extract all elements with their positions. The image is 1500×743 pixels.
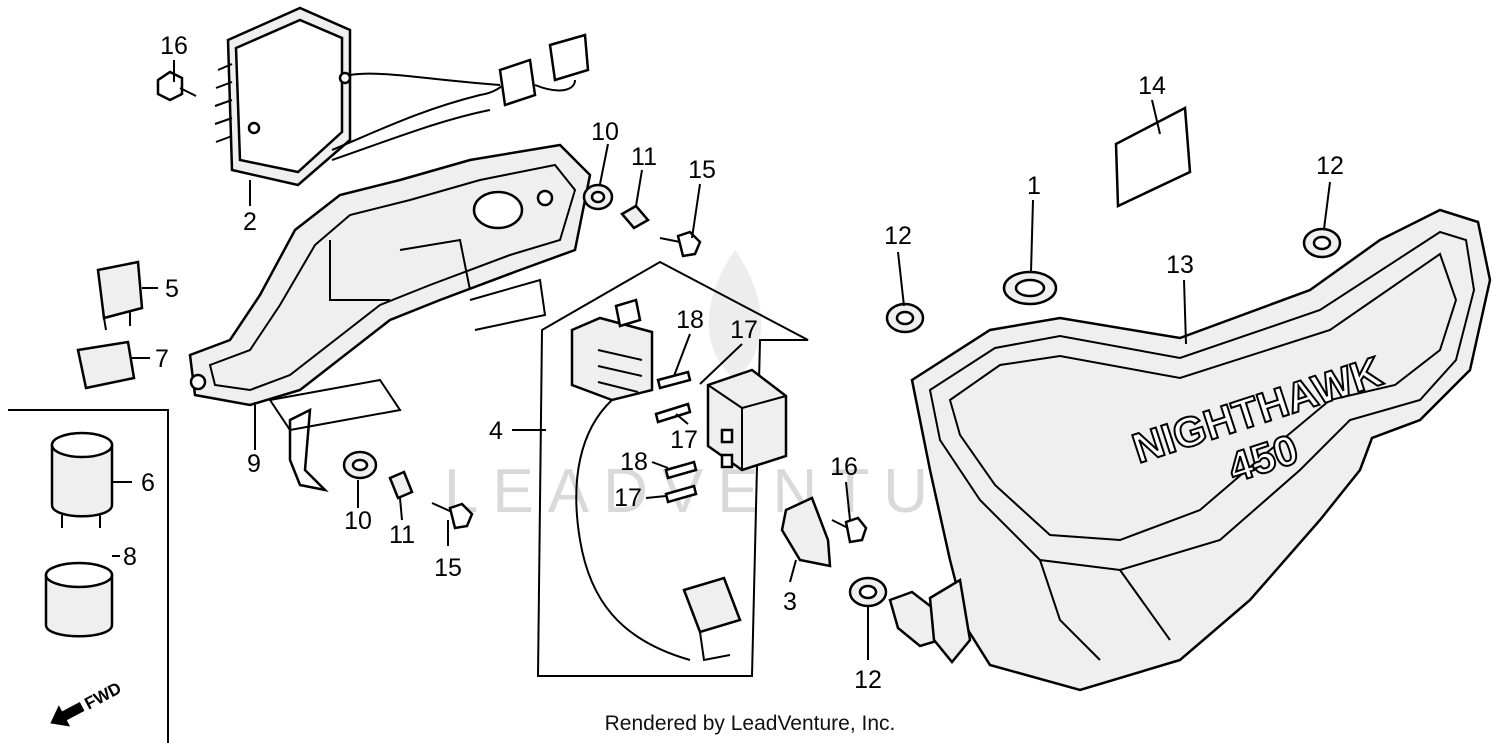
collar-11-lower	[388, 470, 414, 500]
bolt-15-upper	[659, 230, 702, 258]
callout-15-lower: 15	[434, 554, 462, 582]
regulator-rectifier	[214, 6, 590, 187]
callout-10-upper: 10	[591, 118, 619, 146]
callout-14: 14	[1138, 72, 1166, 100]
callout-16-top: 16	[160, 32, 188, 60]
fuses	[654, 370, 698, 504]
grommet-12-bottom	[848, 576, 888, 608]
clip	[780, 496, 832, 568]
label-plate	[1114, 106, 1192, 208]
callout-2: 2	[243, 208, 257, 236]
relay	[96, 260, 144, 331]
grommet-10-upper	[582, 183, 614, 211]
callout-13: 13	[1166, 251, 1194, 279]
callout-11-upper: 11	[631, 143, 657, 171]
fuse-box	[570, 298, 654, 402]
callout-8: 8	[123, 543, 137, 571]
callout-1: 1	[1027, 172, 1041, 200]
callout-16-right: 16	[830, 453, 858, 481]
callout-17-lower: 17	[614, 484, 642, 512]
callout-12-left: 12	[884, 222, 912, 250]
callouts: 16 2 5 7 9 6 8 10 11 15 10 11 15 4 18 17…	[123, 32, 1344, 694]
callout-4: 4	[489, 417, 503, 445]
callout-15-upper: 15	[688, 156, 716, 184]
watermark-logo	[708, 250, 762, 380]
callout-17-mid: 17	[670, 426, 698, 454]
fwd-label: FWD	[81, 678, 124, 713]
leader-lines	[112, 60, 1331, 660]
bolt-16-top	[156, 70, 197, 102]
fuse-box-group	[536, 260, 809, 677]
callout-3: 3	[783, 588, 797, 616]
mounting-bracket	[188, 143, 592, 493]
callout-9: 9	[247, 450, 261, 478]
callout-18-lower: 18	[620, 448, 648, 476]
fuse-box-connector	[682, 576, 742, 662]
grommet-1	[1002, 270, 1058, 306]
callout-17-top: 17	[730, 316, 758, 344]
grommet-12-right	[1302, 227, 1342, 259]
callout-6: 6	[141, 469, 155, 497]
callout-10-lower: 10	[344, 507, 372, 535]
callout-5: 5	[165, 275, 179, 303]
connector-7	[76, 340, 136, 390]
grommet-12-left	[885, 302, 925, 334]
rubber-cover	[44, 561, 114, 638]
fuse-cover	[706, 368, 788, 472]
callout-7: 7	[155, 345, 169, 373]
side-cover: NIGHTHAWK 450	[888, 208, 1492, 692]
grommet-10-lower	[342, 450, 378, 480]
flasher-relay	[50, 431, 114, 528]
callout-12-right: 12	[1316, 152, 1344, 180]
bolt-15-lower	[431, 502, 474, 530]
inset-area	[8, 409, 169, 743]
callout-12-bottom: 12	[854, 666, 882, 694]
callout-18-top: 18	[676, 306, 704, 334]
collar-11-upper	[620, 204, 650, 230]
bolt-16-right	[831, 516, 868, 544]
footer-credit: Rendered by LeadVenture, Inc.	[604, 712, 896, 735]
callout-11-lower: 11	[389, 521, 415, 549]
